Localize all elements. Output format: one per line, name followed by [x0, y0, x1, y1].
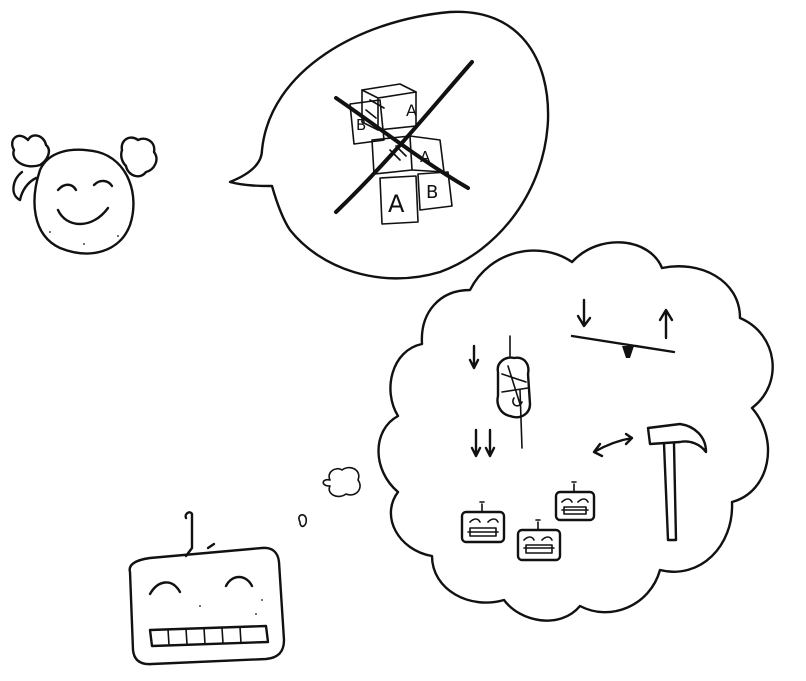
- small-robot-2: [516, 519, 562, 562]
- arrow-up-seesaw: [658, 308, 674, 340]
- block-bottom-left-letter: A: [388, 190, 405, 218]
- seesaw-icon: [570, 298, 676, 358]
- small-robot-1: [460, 501, 506, 544]
- girl-right-eye: [92, 179, 114, 188]
- small-robot-3: [554, 481, 596, 522]
- thought-trail-small: [298, 514, 308, 528]
- crossed-out-blocks-icon: A B A A B: [334, 60, 474, 225]
- thought-bubble-icon: [377, 241, 774, 622]
- seesaw-plank: [570, 334, 676, 354]
- arrow-down-2: [470, 428, 482, 458]
- robot-left-eye: [148, 581, 182, 596]
- hammer-head: [646, 422, 708, 454]
- block-middle-left: B: [349, 99, 385, 145]
- robot-head-icon: [128, 511, 286, 666]
- block-bottom-left: A: [379, 175, 419, 225]
- falling-object-icon: [468, 335, 532, 458]
- hammer-handle: [662, 442, 678, 542]
- block-middle-right: A: [371, 135, 445, 175]
- small-robot-icon: [460, 481, 596, 562]
- block-middle-left-letter: B: [356, 116, 366, 134]
- thought-trail: [298, 466, 361, 528]
- block-middle-right-letter: A: [420, 148, 431, 166]
- girl-smile: [56, 206, 110, 226]
- arrow-down-1: [468, 344, 480, 370]
- robot-antenna: [184, 511, 194, 558]
- seesaw-pivot: [622, 346, 634, 358]
- cross-stroke-2: [334, 60, 474, 214]
- girl-face-icon: [11, 134, 158, 255]
- double-arrow: [592, 432, 634, 458]
- thought-trail-medium: [322, 466, 361, 498]
- right-hair-puff: [120, 136, 158, 178]
- arrow-down-seesaw: [576, 298, 592, 328]
- block-bottom-right-letter: B: [426, 182, 438, 203]
- robot-teeth: [148, 624, 270, 648]
- hammer-icon: [592, 422, 708, 542]
- block-top-letter: A: [406, 101, 417, 120]
- speech-bubble-icon: [228, 10, 550, 280]
- robot-right-eye: [224, 575, 254, 588]
- arrow-down-3: [484, 428, 496, 458]
- block-bottom-right: B: [417, 171, 453, 211]
- left-hair-puff: [11, 134, 51, 202]
- girl-left-eye: [56, 183, 78, 192]
